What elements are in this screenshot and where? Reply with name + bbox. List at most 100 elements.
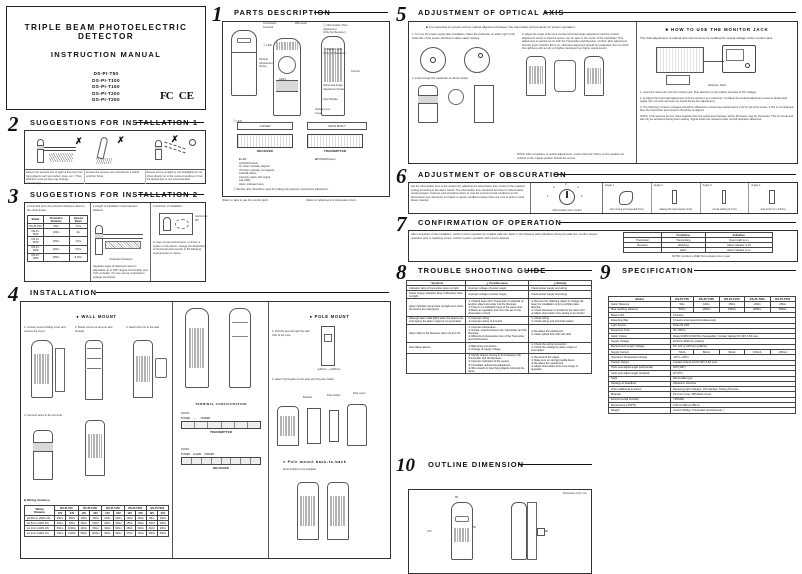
section-installation: 4 INSTALLATION ● WALL MOUNT 1. Loosen sc… [6, 282, 391, 561]
transmitter-label: TRANSMITTER [209, 429, 233, 434]
section-number: 1 [212, 2, 223, 26]
label-led-marker: ⓘ LED [233, 120, 242, 123]
suggestion-text: Ensure the sensors are mounted on a stab… [85, 170, 146, 184]
operation-indication-table: Conditions Indication Transmitter Transm… [623, 231, 774, 254]
section-title: SUGGESTIONS FOR INSTALLATION 2 [30, 190, 199, 199]
label-vertical-adjust: Vertical Adjustment Screw [259, 58, 273, 68]
angle-caption: normal walking (0.7m/s) [712, 208, 737, 211]
section-title: INSTALLATION [30, 288, 98, 297]
led-note: ●GOOD(Green): [239, 161, 259, 165]
label-main-body: MAIN BODY [307, 122, 367, 130]
led-note: ●LEVEL(Red): [239, 172, 257, 175]
model-item: DS-PI-T250 [92, 97, 120, 103]
table-row: Intermittent alarms ① Bad wiring connect… [405, 341, 592, 354]
dial-tick: 2 [553, 186, 555, 189]
manual-title: TRIPLE BEAM PHOTOELECTRIC DETECTOR [24, 23, 188, 41]
model-item: DS-PI-T200 [92, 90, 120, 96]
section-number: 7 [396, 212, 407, 236]
monitor-jack-note: NOTE: If the sensors are too close toget… [640, 114, 794, 122]
section-number: 5 [396, 2, 407, 26]
optical-step: 1. Turn on the power supply after instal… [412, 33, 515, 40]
section-outline-dimension: 10 OUTLINE DIMENSION Dimension Unit: mm … [394, 455, 594, 574]
section-number: 2 [8, 112, 19, 136]
section-title: ADJUSTMENT OF OBSCURATION [418, 170, 567, 179]
angle-title: Angle 3 [702, 184, 712, 187]
spec-model: DS-PI-T250 [769, 295, 796, 303]
led-note: On when optically aligned [239, 165, 270, 168]
monitor-jack-intro: The final adjustment of optical axis can… [640, 36, 774, 40]
label-horizontal-scale: Horizontal Angle Adjustment Scale [323, 84, 344, 91]
dial-tick: 1 [547, 195, 549, 198]
section-number: 3 [8, 184, 19, 208]
optical-step: 3. Adjust the angle of the lens via the … [522, 33, 629, 50]
refer-note-2: (Refer to 'Adjustment of obscuration tim… [306, 199, 357, 202]
receiver-terminal-strip[interactable] [181, 456, 261, 465]
fcc-logo-icon: FC [160, 90, 174, 102]
angle-title: Angle 2 [653, 184, 663, 187]
section-confirmation: 7 CONFIRMATION OF OPERATION After comple… [394, 212, 798, 262]
led-note: ●ALARM: [239, 179, 251, 182]
angle-caption: Horizontal 90° [195, 215, 208, 222]
angle-title: Angle 1 [605, 184, 615, 187]
monitor-jack-note: ⓘ Monitor jack: Should be used for makin… [233, 188, 329, 191]
label-receiver: RECEIVER [257, 149, 273, 153]
section-number: 8 [396, 260, 407, 284]
section-obscuration: 6 ADJUSTMENT OF OBSCURATION Set the obsc… [394, 164, 798, 214]
table-row: DS-PI-T250 250m 8.15m [27, 252, 89, 263]
dimension-value: 50 [473, 526, 476, 529]
angle-title: Angle 4 [751, 184, 761, 187]
section-title: CONFIRMATION OF OPERATION [418, 218, 562, 227]
suggestion-text: Ensure the sensors line of sight is free… [25, 170, 86, 185]
section-suggestions-2: 3 SUGGESTIONS FOR INSTALLATION 2 ● Note … [6, 184, 208, 284]
section-title: SUGGESTIONS FOR INSTALLATION 1 [30, 118, 199, 127]
install-step: 1. Loosen screw holding cover and remove… [24, 326, 66, 333]
monitor-step: 2. a) Adjust the horizontal adjustment u… [640, 96, 788, 104]
dimension-value: 272 [427, 530, 432, 533]
table-row: DS-PI-T150 150m 4.5m [27, 236, 89, 246]
rx-pin-label: TAMPER [204, 452, 215, 456]
tx-pin-label: POWER [181, 416, 191, 420]
transmitter-terminal-strip[interactable] [181, 420, 261, 429]
angle-caption: walking with quick steps(1.1m/s) [659, 208, 693, 211]
manual-subtitle: INSTRUCTION MANUAL [50, 50, 162, 59]
table-row: ③ Shortly objects moving in front betwee… [405, 352, 592, 375]
bracket-label: Bracket [303, 396, 313, 399]
monitor-step: 3. The following minimum voltages should… [640, 105, 794, 113]
table-row: DS-PI-T100 100m 3m [27, 228, 89, 238]
confirmation-paragraph: After completion of the installation, co… [411, 233, 598, 240]
label-monitor-jack: ⓘ Monitor Jack (Only for Receiver) [323, 48, 346, 55]
section-number: 10 [396, 455, 415, 476]
walk-test-note: NOTE: Conduct a Walk Test at least once … [672, 255, 730, 259]
wiring-distance-table: Wiring Distance DS-PI-T50 DS-PI-T100 DS-… [24, 504, 170, 537]
section-number: 4 [8, 282, 19, 306]
table-row: Alarm Alarm indicator is on [623, 247, 774, 254]
section-title: SPECIFICATION [622, 266, 694, 275]
led-note: Off when optically not aligned [239, 168, 275, 172]
section-suggestions-1: 2 SUGGESTIONS FOR INSTALLATION 1 ✗ [6, 112, 206, 186]
receiver-label: RECEIVER [213, 465, 229, 470]
pole-cover-label: Pole cover [353, 392, 366, 395]
spec-model: DS-PI-T200 [744, 295, 771, 303]
section-number: 9 [600, 260, 611, 284]
col-header: Protection Distance [42, 214, 70, 225]
section-trouble-shooting: 8 TROUBLE SHOOTING GUIDE ○ Symptom △ Pos… [394, 260, 594, 454]
section-specification: 9 SPECIFICATION Model DS-PI-T50 DS-PI-T1… [598, 260, 798, 561]
protection-note: ● Note that here the protection distance… [27, 205, 85, 212]
table-row: DS-PI-T200 200m 6.5m [27, 244, 89, 254]
section-number: 6 [396, 164, 407, 188]
certification-marks: FC CE [160, 90, 194, 102]
wiring-corner: Wiring Distance [24, 504, 55, 517]
horizontal-para: Separate angle of reference name is adju… [93, 265, 148, 279]
pole-mount-heading: ● POLE MOUNT [309, 314, 350, 319]
label-wire-hole: Wire Hole [295, 22, 307, 25]
obscuration-dial[interactable] [559, 189, 575, 205]
dimension-value: 86 [455, 496, 458, 499]
model-item: DS-PI-T100 [92, 77, 120, 83]
obscuration-paragraph: Set the obscuration time of the receiver… [409, 183, 531, 213]
monitor-jack-heading: ■ HOW TO USE THE MONITOR JACK [665, 27, 769, 32]
label-lens: LENS [279, 78, 287, 81]
led-note: ■POWER(Green): [315, 158, 337, 161]
label-led: ⓘ LED [263, 44, 272, 47]
dimension-unit-note: Dimension Unit: mm [562, 492, 587, 495]
